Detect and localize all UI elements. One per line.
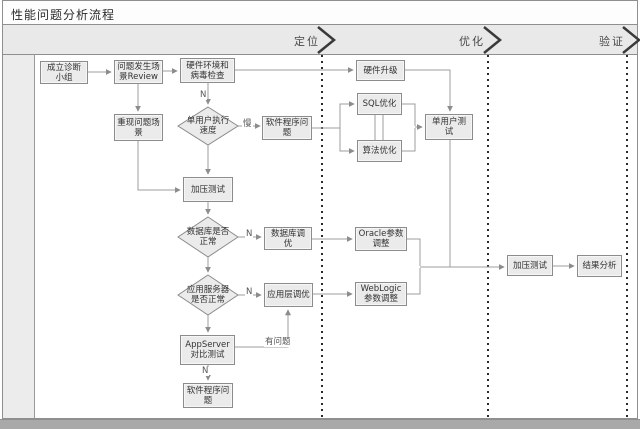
node-weblogic-params[interactable]: WebLogic参数调整 — [355, 282, 407, 306]
phase-label-locate: 定位 — [294, 35, 320, 48]
node-sql-tuning[interactable]: SQL优化 — [357, 93, 402, 115]
edge-label-n-compare: N — [201, 366, 210, 376]
node-db-ok-label: 数据库是否正常 — [186, 227, 230, 247]
node-reproduce-scene[interactable]: 重现问题场景 — [114, 114, 163, 141]
node-db-tuning[interactable]: 数据库调优 — [264, 227, 312, 250]
edge-label-slow: 慢 — [242, 119, 253, 129]
node-appserver-ok-label: 应用服务器是否正常 — [186, 285, 230, 305]
left-swimlane — [3, 55, 35, 418]
node-app-layer-tuning[interactable]: 应用层调优 — [264, 283, 313, 307]
node-hw-virus-check[interactable]: 硬件环境和病毒检查 — [180, 58, 235, 83]
phase-label-verify: 验证 — [599, 35, 625, 48]
node-oracle-params[interactable]: Oracle参数调整 — [355, 227, 407, 251]
node-appserver-compare[interactable]: AppServer对比测试 — [180, 335, 235, 365]
title-bar: 性能问题分析流程 — [2, 0, 638, 25]
edge-label-n-hw-check: N — [199, 90, 208, 100]
node-software-problem-1[interactable]: 软件程序问题 — [262, 116, 312, 140]
node-result-analysis[interactable]: 结果分析 — [577, 255, 622, 277]
phase-label-optimize: 优化 — [459, 35, 485, 48]
node-scene-review[interactable]: 问题发生场景Review — [114, 60, 163, 84]
node-software-problem-2[interactable]: 软件程序问题 — [183, 383, 233, 408]
edge-label-n-appserver: N — [245, 287, 254, 297]
diagram-frame — [2, 0, 638, 419]
node-create-team[interactable]: 成立诊断小组 — [40, 61, 88, 84]
edge-label-n-db: N — [245, 229, 254, 239]
node-algo-tuning[interactable]: 算法优化 — [357, 140, 402, 162]
page-title: 性能问题分析流程 — [11, 8, 116, 22]
node-hw-upgrade[interactable]: 硬件升级 — [356, 60, 405, 81]
edge-label-has-problem: 有问题 — [264, 337, 292, 347]
node-single-user-test[interactable]: 单用户测试 — [425, 114, 473, 140]
node-stress-test-2[interactable]: 加压测试 — [507, 255, 553, 276]
node-single-user-speed-label: 单用户执行速度 — [186, 116, 230, 136]
node-stress-test-1[interactable]: 加压测试 — [183, 177, 233, 202]
bottom-gray-strip — [0, 419, 640, 429]
